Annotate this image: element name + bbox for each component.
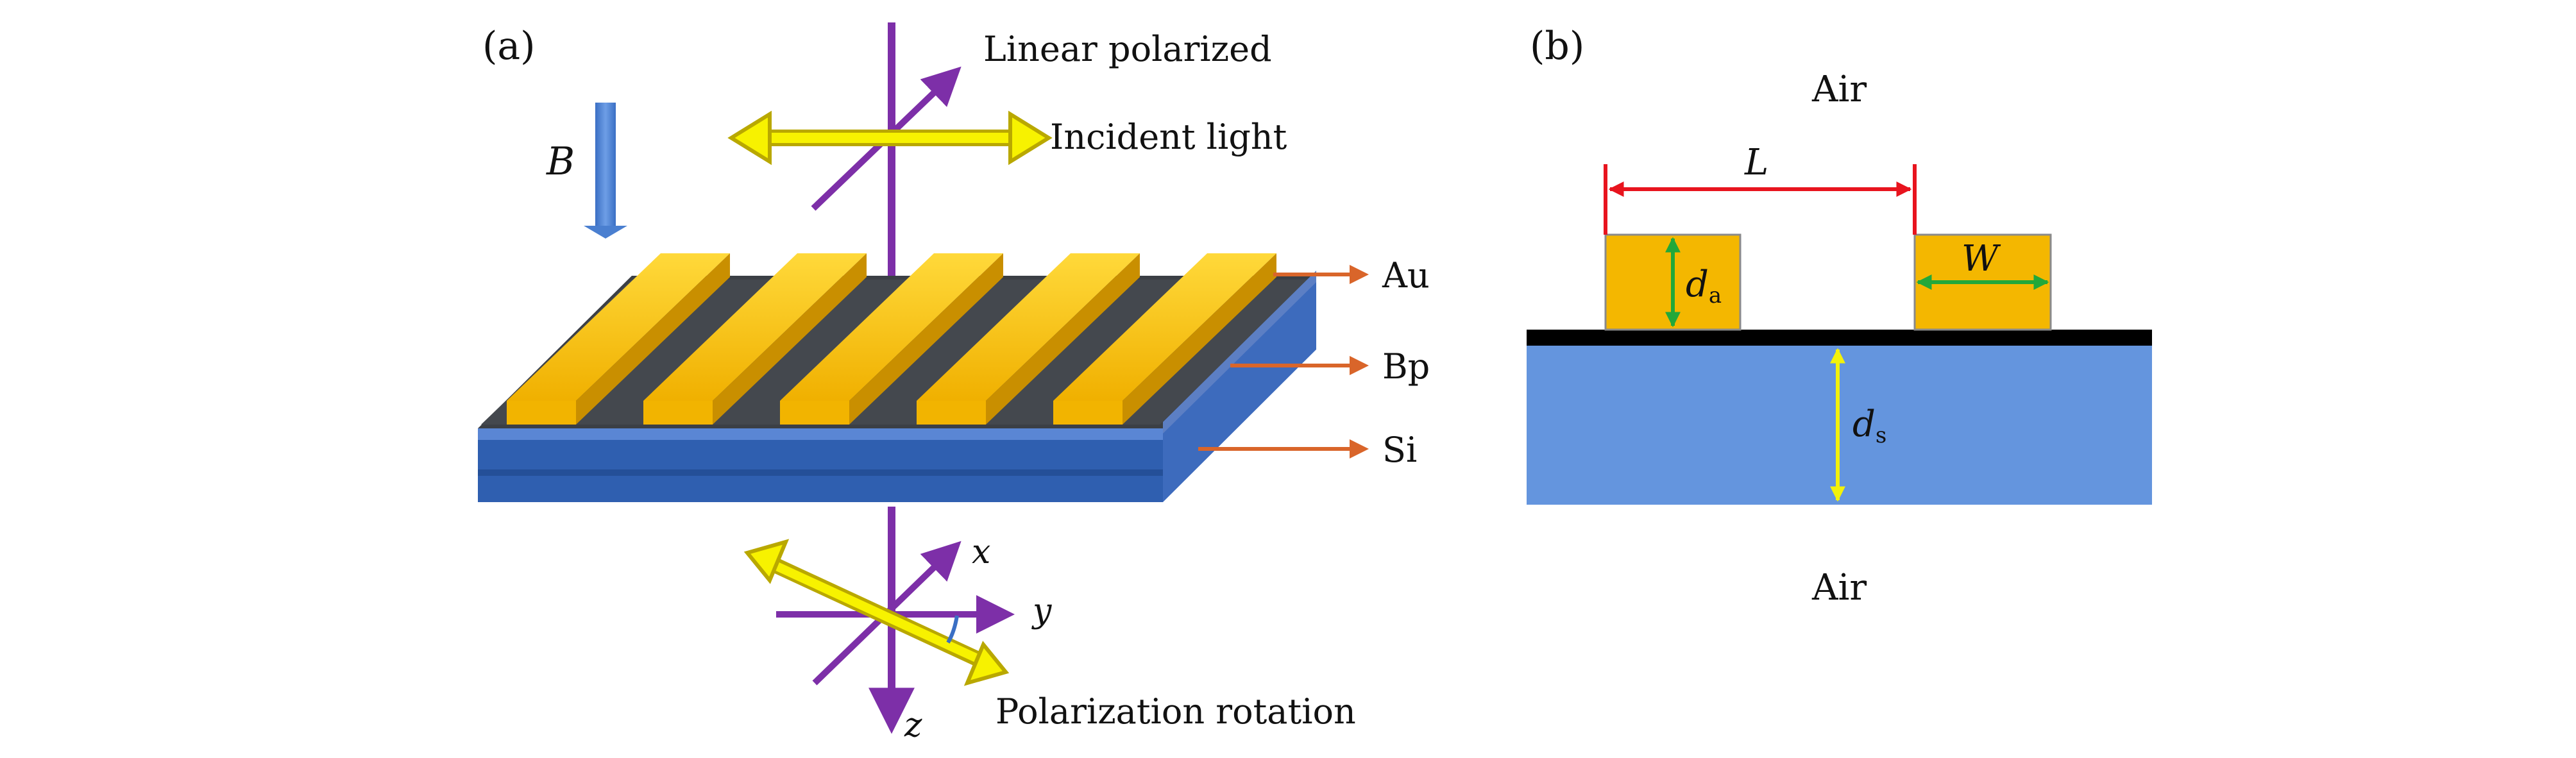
gold-height-label: da [1686, 264, 1722, 308]
gold-strip [507, 253, 730, 425]
linear-polarized-label: Linear polarized [983, 29, 1272, 69]
incident-light-label: Incident light [1050, 117, 1287, 157]
gold-strip [917, 253, 1140, 425]
au-label: Au [1382, 255, 1430, 296]
bp-layer [1527, 330, 2152, 346]
bottom-air-label: Air [1811, 567, 1867, 609]
panel-a: (a) B Linear polarized Incident light [478, 22, 1430, 745]
panel-b: (b) Air Air L W da ds [1527, 24, 2152, 609]
gold-strips [507, 253, 1276, 425]
rotation-angle-arc [946, 615, 959, 644]
bp-label: Bp [1382, 346, 1430, 387]
magnetic-field-arrow [584, 103, 627, 239]
gold-strip [1053, 253, 1276, 425]
width-label: W [1962, 238, 2001, 280]
polarization-rotation-label: Polarization rotation [996, 691, 1356, 732]
gold-strip [780, 253, 1003, 425]
si-label: Si [1382, 430, 1417, 470]
y-axis-label: y [1031, 592, 1052, 630]
period-label: L [1744, 142, 1768, 183]
incident-polarization-arrow [727, 110, 1053, 165]
panel-a-tag: (a) [482, 24, 536, 69]
x-axis-label: x [972, 533, 990, 571]
z-axis-label: z [904, 706, 922, 745]
rotated-polarization-arrow [743, 539, 1010, 686]
panel-b-tag: (b) [1530, 24, 1584, 69]
field-label: B [546, 139, 575, 184]
gold-strip [643, 253, 867, 425]
substrate-thickness-label: ds [1852, 403, 1886, 448]
top-air-label: Air [1811, 69, 1867, 110]
